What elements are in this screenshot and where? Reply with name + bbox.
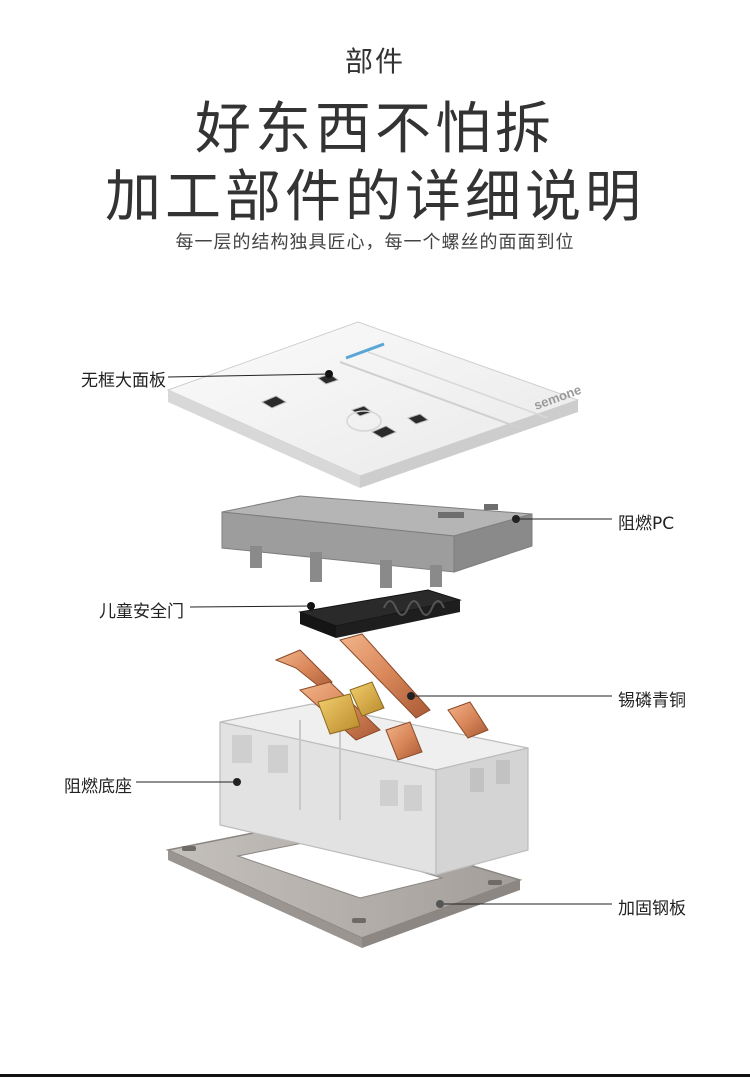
- exploded-socket-diagram: semone: [136, 321, 612, 948]
- copper-contacts-illustration: [274, 633, 489, 761]
- callout-plate: 加固钢板: [618, 899, 686, 919]
- callout-copper: 锡磷青铜: [618, 691, 686, 711]
- subtitle: 每一层的结构独具匠心，每一个螺丝的面面到位: [175, 232, 575, 253]
- pc-frame-illustration: [221, 495, 533, 588]
- bottom-rule: [0, 1074, 750, 1077]
- callout-panel: 无框大面板: [81, 371, 166, 391]
- base-illustration: [219, 703, 529, 876]
- headline-line-1: 好东西不怕拆: [195, 97, 555, 162]
- callout-base: 阻燃底座: [64, 777, 132, 797]
- steel-plate-illustration: [165, 819, 523, 948]
- section-label: 部件: [344, 45, 405, 78]
- callout-pc-frame: 阻燃PC: [618, 514, 675, 534]
- leader-lines: [136, 373, 612, 905]
- safety-door-illustration: [298, 589, 462, 638]
- panel-illustration: semone: [166, 321, 583, 488]
- headline-line-2: 加工部件的详细说明: [105, 165, 645, 230]
- callout-safety-door: 儿童安全门: [99, 602, 184, 622]
